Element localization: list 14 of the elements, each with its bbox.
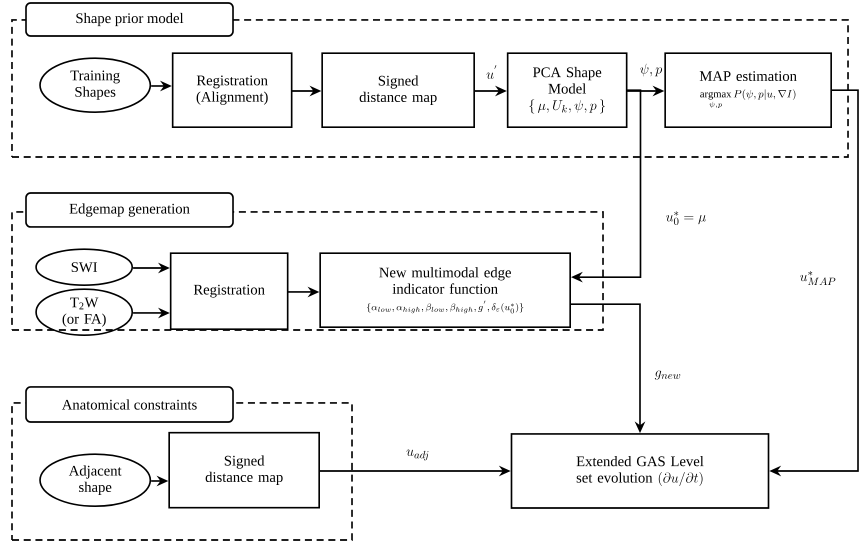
edge-label: $u^{'}$	[485, 64, 499, 80]
process-box: Extended GAS Level set evolution $(\partial u/\partial t)$	[510, 433, 770, 509]
edge-label: $\psi, p$	[638, 62, 664, 78]
process-box: Registration	[170, 252, 288, 330]
process-box: Registration (Alignment)	[172, 52, 292, 128]
process-box: MAP estimation $\mathop{\mathrm{argmax}}\limits_{\psi,p} P(\psi,p|u,\nabla I)$	[664, 52, 832, 128]
edge-label: $u_{MAP}^{*}$	[798, 270, 838, 286]
process-box: New multimodal edge indicator function $\{\alpha_{low},\alpha_{high},\beta_{low},\beta_{high},g^{'},\delta_{\varepsilon}(u_0^{*})\}$	[319, 252, 571, 328]
process-box: Signed distance map	[321, 52, 475, 128]
process-box: PCA Shape Model $\{\, \mu, U_k, \psi, p\, \}$	[506, 52, 628, 128]
process-box: Signed distance map	[168, 432, 320, 508]
edge-label: $u_{adj}$	[405, 448, 431, 462]
edge-label: $u_0^{*} = \mu$	[664, 210, 708, 226]
edge-label: $g_{new}$	[653, 369, 683, 381]
